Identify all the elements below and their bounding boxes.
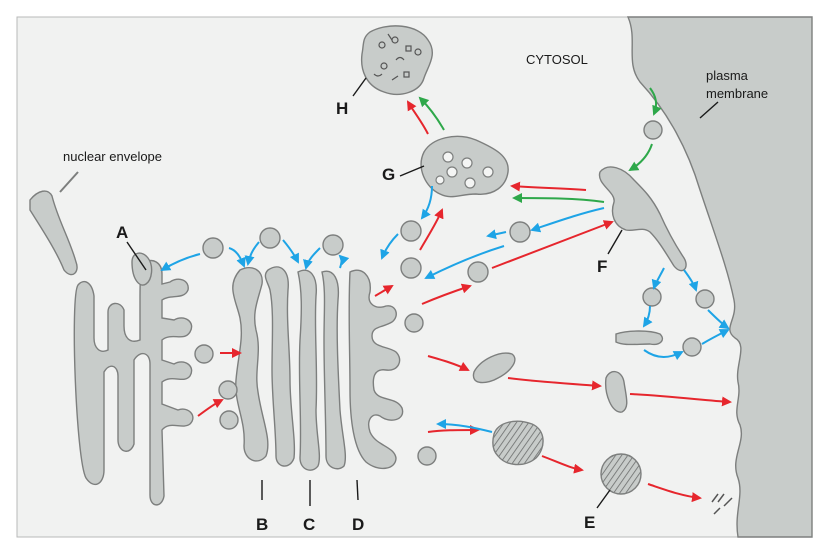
label-leader-lines: [126, 77, 719, 509]
golgi-inner-cisterna-1: [264, 266, 296, 467]
lysosome-contents: [373, 33, 422, 81]
lysosome-h: [360, 25, 433, 96]
golgi-vesicles: [194, 120, 715, 466]
nuclear-envelope-leader: [59, 171, 79, 193]
golgi-medial-cisterna: [297, 269, 321, 471]
label-e: E: [584, 513, 595, 532]
endoplasmic-reticulum: [73, 259, 194, 506]
green-pathway-arrows: [418, 87, 662, 204]
secretory-vesicle-2: [605, 371, 628, 413]
cytosol-label: CYTOSOL: [526, 52, 588, 67]
plasma-label-line2: membrane: [706, 86, 768, 101]
secretory-granule: [492, 420, 544, 466]
er-tubule-top: [131, 252, 153, 286]
label-a: A: [116, 223, 128, 242]
endosome-internal-vesicles: [435, 151, 494, 189]
golgi-cis-cisterna: [232, 266, 269, 462]
label-f: F: [597, 257, 607, 276]
early-endosome-f: [598, 166, 687, 272]
nuclear-envelope: [29, 190, 78, 276]
golgi-inner-cisterna-2: [321, 270, 347, 470]
label-b: B: [256, 515, 268, 534]
label-c: C: [303, 515, 315, 534]
golgi-trans-cisterna: [348, 269, 404, 469]
label-g: G: [382, 165, 395, 184]
label-h: H: [336, 99, 348, 118]
nuclear-envelope-label: nuclear envelope: [63, 149, 162, 164]
label-d: D: [352, 515, 364, 534]
endosome-tubule: [615, 330, 664, 346]
blue-pathway-arrows: [160, 185, 730, 433]
secretory-granule-e: [600, 453, 642, 495]
secretory-vesicle-1: [472, 352, 516, 384]
exocytosis-contents: [711, 493, 733, 515]
plasma-label-line1: plasma: [706, 68, 749, 83]
red-pathway-arrows: [197, 100, 732, 503]
